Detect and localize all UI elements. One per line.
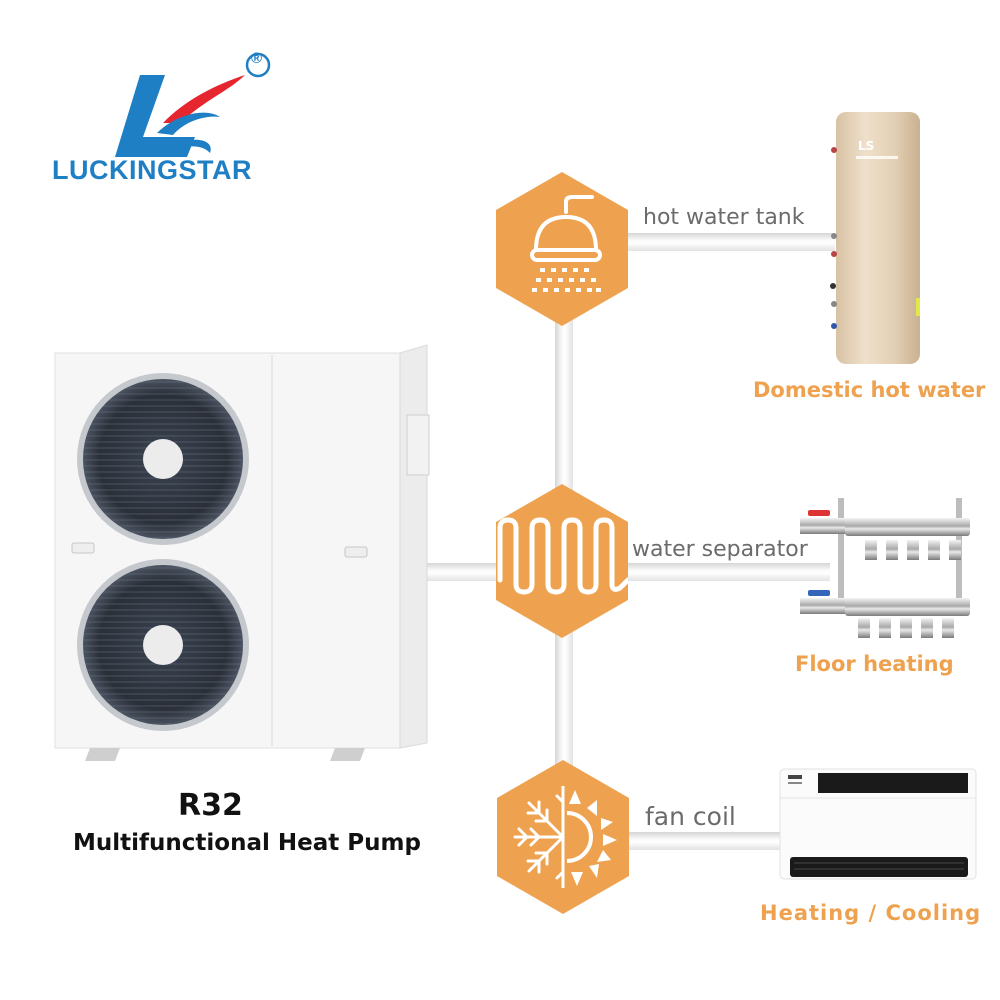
node-fan-coil [497,760,629,914]
floor-heating-manifold-image [800,498,970,638]
fan-bottom [77,559,249,731]
brand-name: LUCKINGSTAR [52,155,252,185]
fan-coil-unit-image [779,768,977,880]
pipe-to-manifold [620,563,830,581]
product-name: Multifunctional Heat Pump [73,830,421,856]
caption-floor-heating: Floor heating [795,652,954,676]
svg-text:LS: LS [858,139,874,153]
luckingstar-logo-mark [115,52,271,157]
node-water-separator [496,484,631,638]
registered-mark: ® [251,50,263,67]
label-water-separator: water separator [632,537,808,562]
heat-pump-unit [54,344,430,761]
node-hot-water-tank [496,172,628,326]
caption-domestic-hot-water: Domestic hot water [753,378,986,402]
fan-top [77,373,249,545]
snowflake-sun-icon [513,786,617,888]
refrigerant-label: R32 [178,788,243,823]
caption-heating-cooling: Heating / Cooling [760,901,982,925]
label-fan-coil: fan coil [645,802,736,831]
shower-head-icon [530,195,602,262]
pipe-to-fan-coil [620,832,780,850]
label-hot-water-tank: hot water tank [643,205,805,230]
hot-water-tank-image: LS [830,112,920,364]
pipe-to-tank [620,233,835,251]
underfloor-coil-icon [497,517,631,595]
